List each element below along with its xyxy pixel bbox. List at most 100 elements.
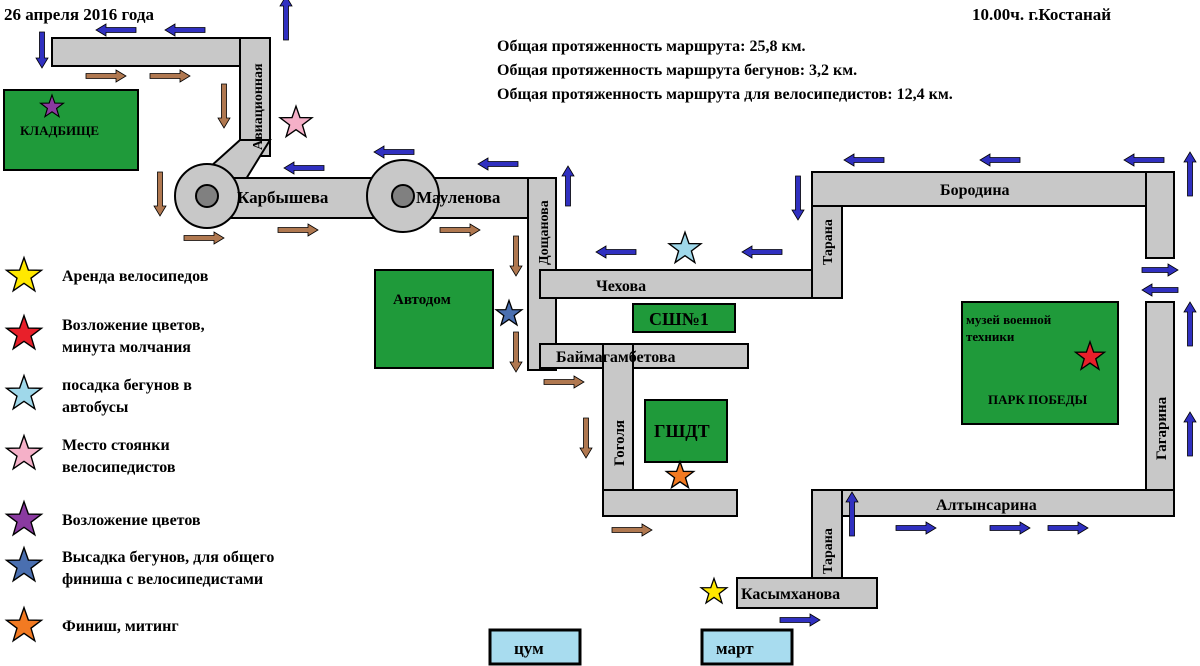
light-blue-star-icon (668, 231, 702, 264)
brown-route-arrow-icon (543, 375, 585, 389)
blue-route-arrow-icon (1183, 151, 1197, 197)
route-arrows (35, 0, 1197, 627)
place-avtodom: Автодом (393, 292, 451, 308)
legend-label: Возложение цветов, (62, 317, 205, 334)
place-museum-1: музей военной (966, 312, 1052, 327)
street-label-aviatsionnaya: Авиационная (251, 63, 266, 150)
street-label-tarana-top: Тарана (821, 219, 836, 265)
blue-route-arrow-icon (1047, 521, 1089, 535)
blue-route-arrow-icon (979, 153, 1021, 167)
brown-route-arrow-icon (509, 235, 523, 277)
red-star-icon (5, 314, 43, 350)
orange-star-icon (5, 606, 43, 642)
slate-blue-star-icon (5, 546, 43, 582)
legend-label-line2: финиша с велосипедистами (62, 571, 263, 588)
street-label-borodina: Бородина (940, 182, 1010, 199)
place-gshdt: ГШДТ (654, 421, 710, 441)
blue-route-arrow-icon (279, 0, 293, 41)
street-gogolya (602, 343, 634, 517)
street-label-karbysheva: Карбышева (237, 188, 329, 207)
brown-route-arrow-icon (611, 523, 653, 537)
brown-route-arrow-icon (579, 417, 593, 459)
street-baimagambetova (539, 343, 749, 369)
blue-route-arrow-icon (779, 613, 821, 627)
legend-label: посадка бегунов в (62, 377, 192, 394)
street-chekhova (539, 269, 841, 299)
roundabout-center-karbysheva (195, 184, 219, 208)
street-label-kasymkhanova: Касымханова (741, 586, 840, 603)
place-park: ПАРК ПОБЕДЫ (988, 392, 1088, 407)
blue-route-arrow-icon (1141, 263, 1179, 277)
orange-star-icon (665, 460, 695, 489)
legend-label-line2: минута молчания (62, 339, 191, 356)
brown-route-arrow-icon (509, 331, 523, 373)
brown-route-arrow-icon (153, 171, 167, 217)
blue-route-arrow-icon (35, 31, 49, 69)
blue-route-arrow-icon (989, 521, 1031, 535)
blue-route-arrow-icon (791, 175, 805, 221)
street-top-segment (51, 37, 248, 67)
street-borodina (811, 171, 1173, 207)
blue-route-arrow-icon (595, 245, 637, 259)
header-date: 26 апреля 2016 года (4, 5, 154, 24)
labels: 26 апреля 2016 года 10.00ч. г.Костанай О… (4, 5, 1170, 658)
pink-star-icon (279, 105, 313, 138)
brown-route-arrow-icon (439, 223, 481, 237)
blue-route-arrow-icon (1183, 411, 1197, 457)
brown-route-arrow-icon (149, 69, 191, 83)
legend-label: Высадка бегунов, для общего (62, 549, 274, 566)
blue-route-arrow-icon (741, 245, 783, 259)
street-label-gagarina: Гагарина (1154, 396, 1170, 460)
mart-block (700, 628, 794, 666)
brown-route-arrow-icon (85, 69, 127, 83)
pink-star-icon (5, 434, 43, 470)
blue-route-arrow-icon (845, 491, 859, 537)
buildings (3, 89, 1119, 666)
blue-route-arrow-icon (477, 157, 519, 171)
street-gogolya-bottom (602, 489, 738, 517)
brown-route-arrow-icon (217, 83, 231, 129)
place-mart: март (716, 639, 754, 658)
blue-route-arrow-icon (283, 161, 325, 175)
place-museum-2: техники (966, 329, 1015, 344)
tsum-block (488, 628, 582, 666)
blue-route-arrow-icon (373, 145, 415, 159)
blue-route-arrow-icon (164, 23, 206, 37)
place-kladbishche: КЛАДБИЩЕ (20, 123, 99, 138)
summary-runners: Общая протяженность маршрута бегунов: 3,… (497, 62, 857, 79)
slate-blue-star-icon (495, 299, 523, 326)
purple-star-icon (5, 500, 43, 536)
legend-label-line2: велосипедистов (62, 459, 176, 476)
blue-route-arrow-icon (561, 165, 575, 207)
school-block (632, 303, 736, 333)
legend-label: Место стоянки (62, 437, 170, 454)
legend-label-line2: автобусы (62, 399, 129, 416)
street-borodina-end (1145, 171, 1175, 259)
avtodom-block (374, 269, 494, 369)
place-sshn1: СШ№1 (649, 309, 709, 329)
brown-route-arrow-icon (183, 231, 225, 245)
blue-route-arrow-icon (1183, 301, 1197, 347)
header-time-city: 10.00ч. г.Костанай (972, 5, 1111, 24)
blue-route-arrow-icon (843, 153, 885, 167)
summary-cyclists: Общая протяженность маршрута для велосип… (497, 86, 953, 103)
yellow-star-icon (700, 577, 728, 604)
legend-label: Аренда велосипедов (62, 268, 209, 285)
roundabout-center-maulenova (391, 184, 415, 208)
street-kasymkhanova (736, 577, 878, 609)
street-label-altynsarina: Алтынсарина (936, 497, 1037, 514)
streets (51, 37, 1175, 609)
legend-label: Финиш, митинг (62, 618, 179, 635)
light-blue-star-icon (5, 374, 43, 410)
brown-route-arrow-icon (277, 223, 319, 237)
place-tsum: цум (514, 639, 544, 658)
blue-route-arrow-icon (95, 23, 137, 37)
street-label-tarana-bottom: Тарана (821, 528, 836, 574)
street-label-chekhova: Чехова (596, 278, 646, 295)
street-label-doshanova: Дощанова (537, 200, 552, 265)
blue-route-arrow-icon (1141, 283, 1179, 297)
street-label-gogolya: Гоголя (612, 420, 628, 466)
blue-route-arrow-icon (895, 521, 937, 535)
